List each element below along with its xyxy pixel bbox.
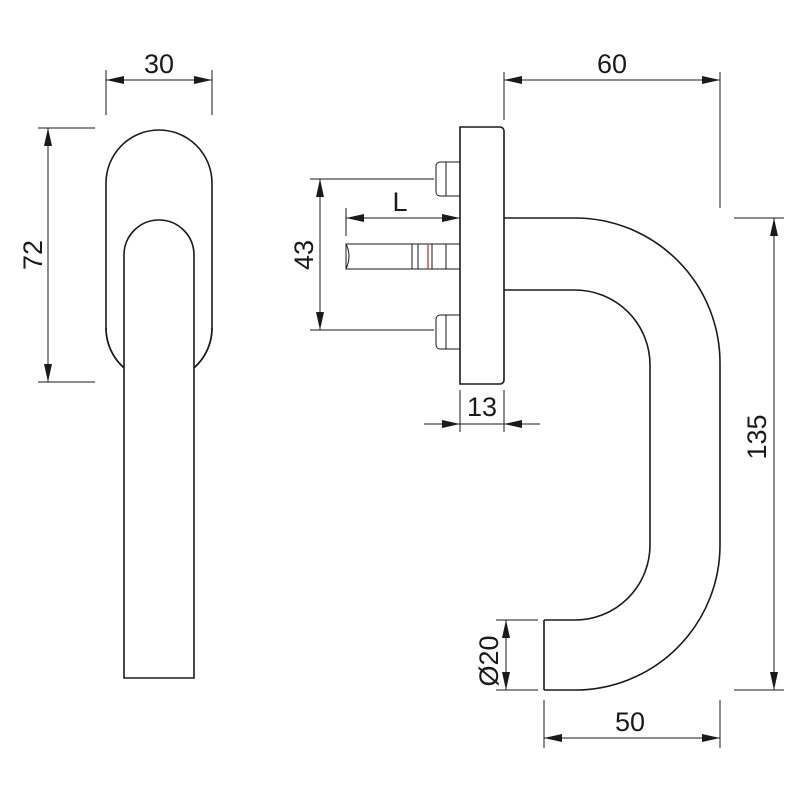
front-width-label: 30 <box>144 49 174 79</box>
grip-width-label: 50 <box>615 707 645 737</box>
side-lever-inner <box>504 289 651 621</box>
front-lever-outline <box>123 219 195 679</box>
front-height-label: 72 <box>18 240 48 270</box>
dim-front-width: 30 <box>105 49 213 115</box>
projection-label: 60 <box>597 49 627 79</box>
dim-projection: 60 <box>503 49 721 208</box>
dim-screw-spacing: 43 <box>289 178 434 331</box>
rosette-depth-label: 13 <box>467 392 497 422</box>
total-height-label: 135 <box>742 414 772 459</box>
dim-rosette-depth: 13 <box>424 390 540 432</box>
screw-upper <box>435 161 461 197</box>
front-rosette-lower-right <box>193 327 213 369</box>
spindle-length-label: L <box>392 187 407 217</box>
grip-diameter-label: Ø20 <box>474 635 504 686</box>
side-view <box>345 126 721 691</box>
screw-lower <box>435 314 461 350</box>
dim-grip-diameter: Ø20 <box>474 619 538 691</box>
screw-spacing-label: 43 <box>289 240 319 270</box>
dim-total-height: 135 <box>734 217 784 691</box>
dim-spindle-length: L <box>345 187 460 236</box>
front-rosette-lower-left <box>105 327 125 369</box>
front-view <box>105 129 213 679</box>
spindle <box>345 243 461 270</box>
side-rosette <box>459 126 505 385</box>
dim-front-height: 72 <box>18 127 95 383</box>
side-lever-outer <box>504 217 721 691</box>
dim-grip-width: 50 <box>543 700 721 748</box>
